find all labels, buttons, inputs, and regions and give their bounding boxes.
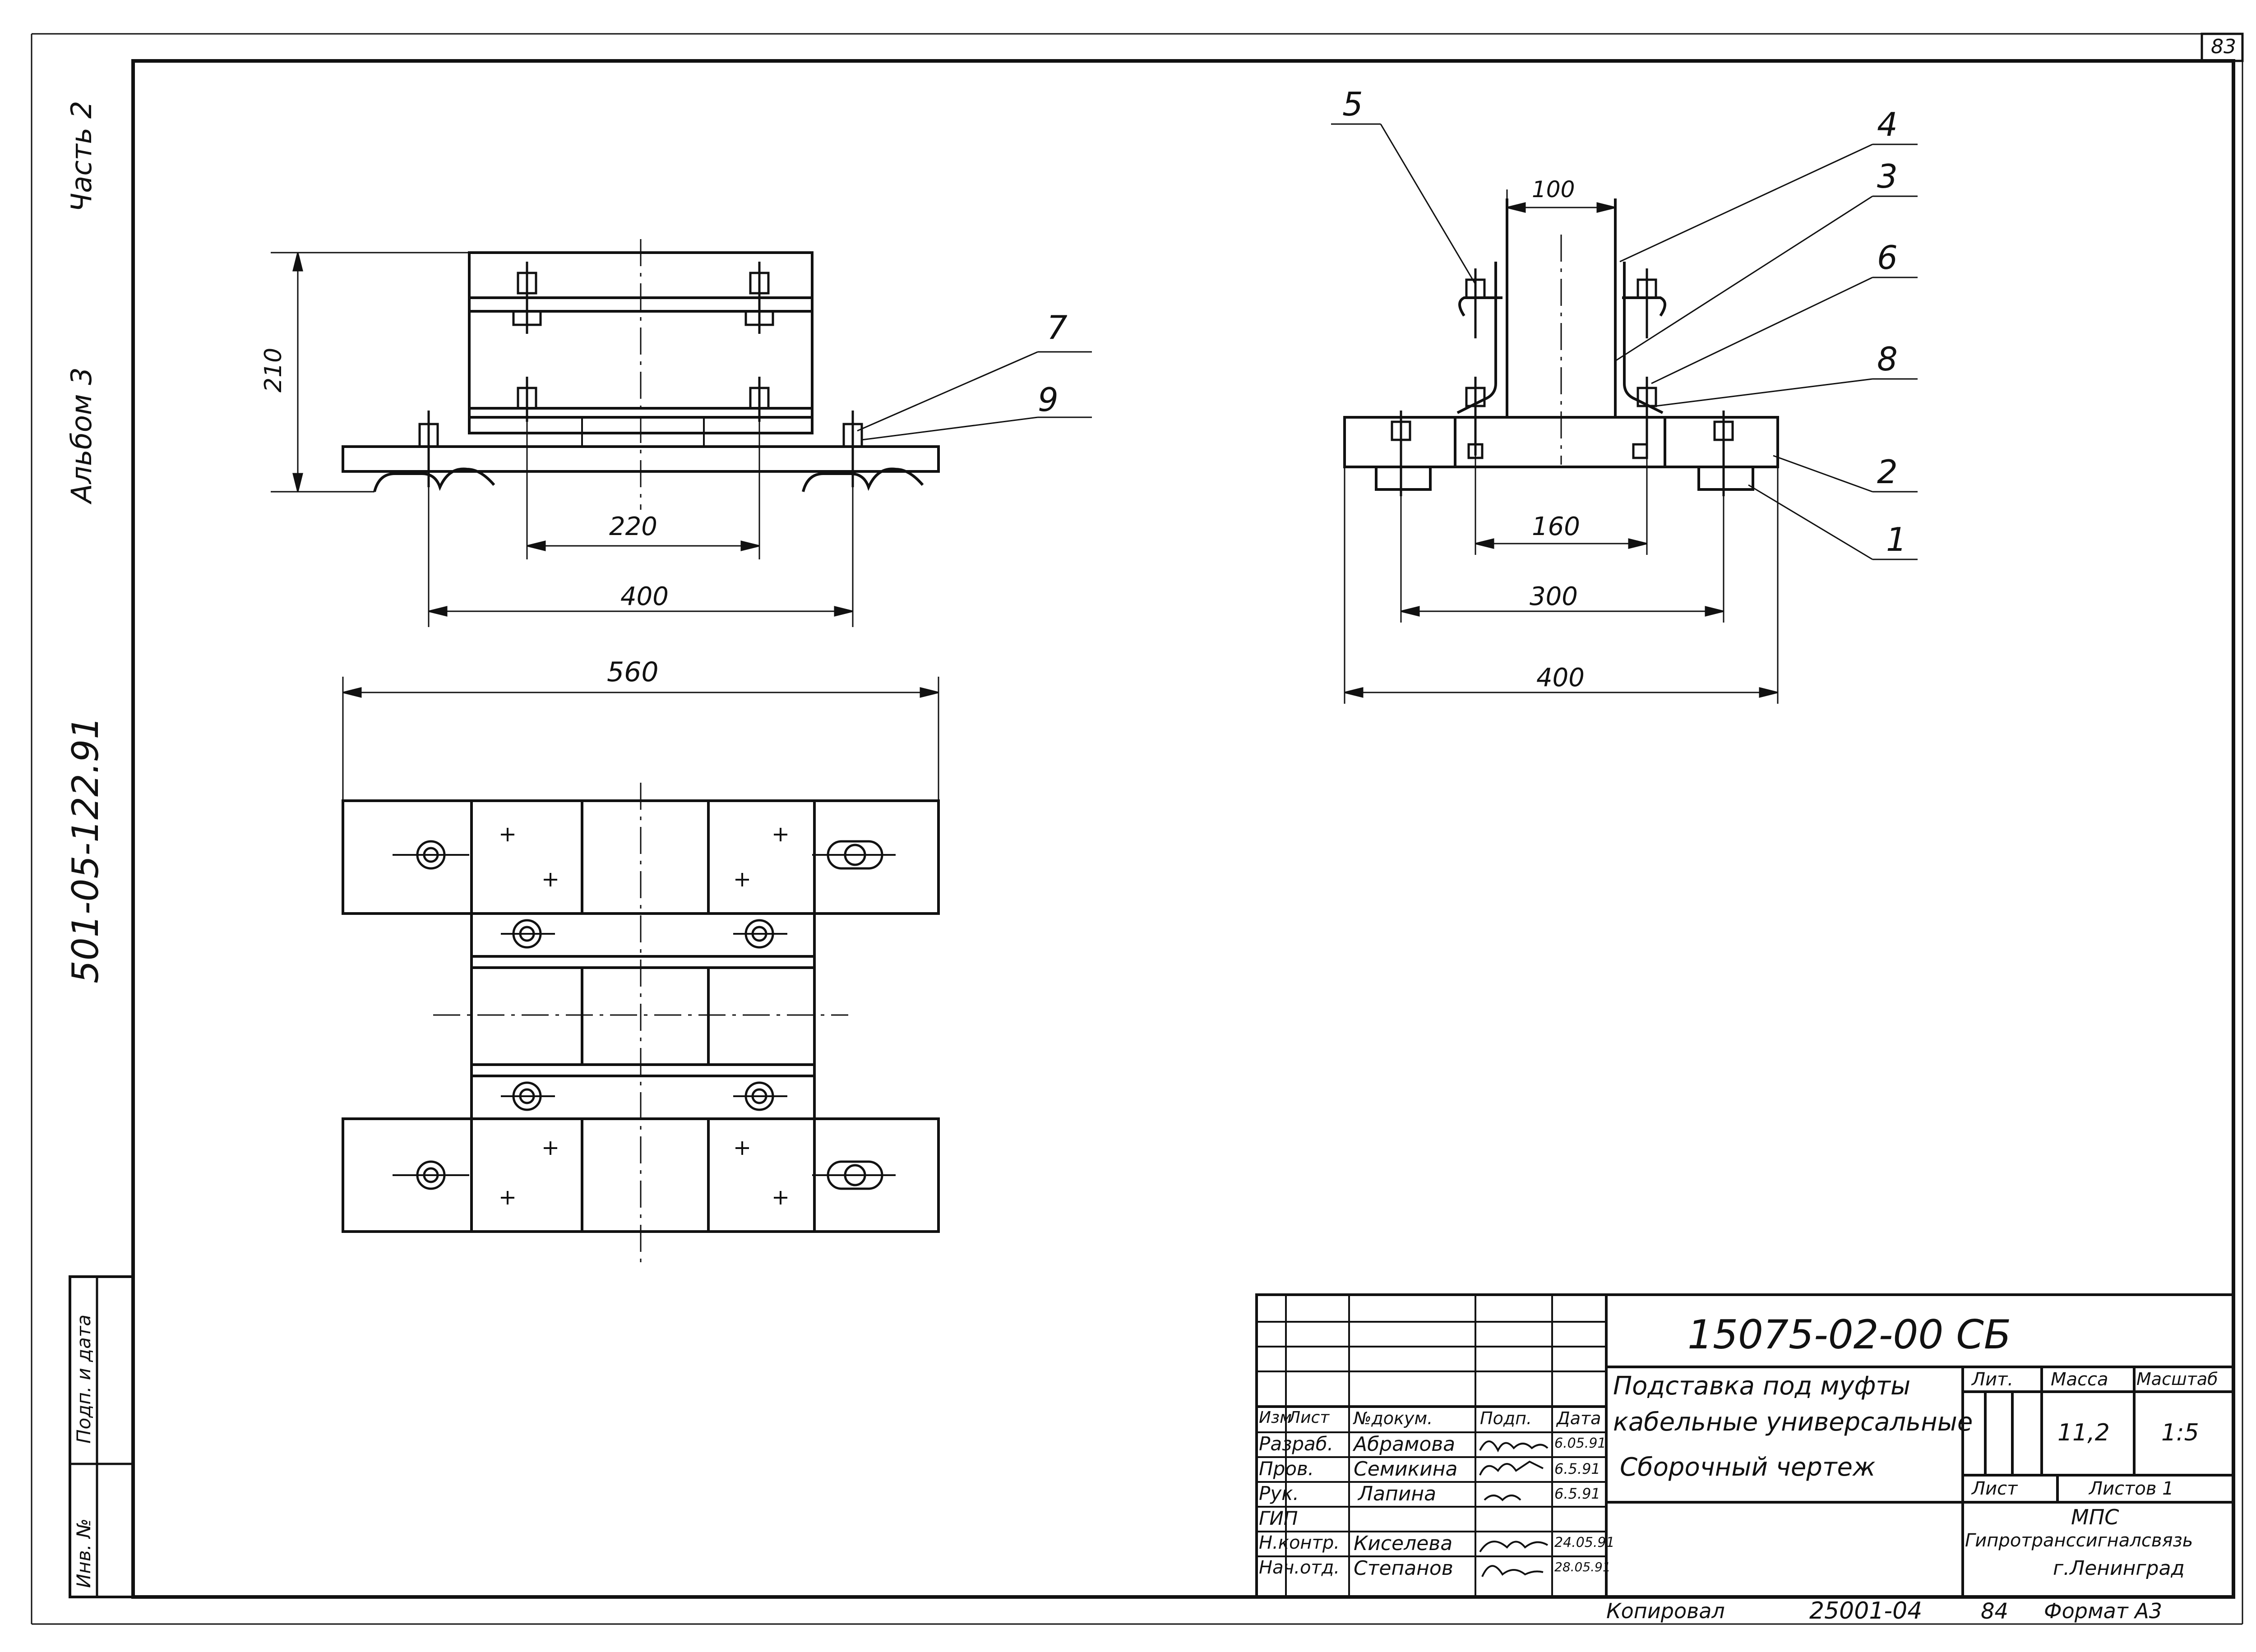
mass-value: 11,2 [2057, 1419, 2110, 1446]
dim-160: 160 [1532, 512, 1580, 541]
sheet-84: 84 [1981, 1599, 2009, 1624]
row-name-6: Степанов [1354, 1557, 1453, 1580]
sheet-label: Лист [1972, 1478, 2018, 1499]
copied-by-label: Копировал [1606, 1599, 1725, 1623]
row-role-4: ГИП [1259, 1507, 1298, 1529]
row-date-2: 6.5.91 [1554, 1460, 1600, 1477]
lit-label: Лит. [1972, 1369, 2014, 1390]
row-date-6: 28.05.91 [1554, 1560, 1611, 1574]
dim-400-right: 400 [1536, 663, 1585, 692]
position-3: 3 [1877, 157, 1898, 195]
org-line-1: МПС [2071, 1505, 2119, 1529]
position-1: 1 [1886, 521, 1907, 558]
mass-label: Масса [2051, 1369, 2108, 1390]
row-role-1: Разраб. [1259, 1433, 1334, 1455]
doc-number: 15075-02-00 СБ [1687, 1311, 2011, 1358]
position-7: 7 [1047, 309, 1068, 346]
position-6: 6 [1877, 239, 1898, 277]
title-line-1: Подставка под муфты [1613, 1371, 1911, 1401]
hdr-data: Дата [1557, 1408, 1601, 1428]
sheet-number: 83 [2211, 35, 2236, 58]
dim-400-left: 400 [620, 582, 669, 611]
dim-560: 560 [607, 656, 659, 688]
hdr-docnum: №докум. [1354, 1408, 1433, 1428]
position-5: 5 [1342, 85, 1363, 123]
dim-220: 220 [609, 512, 657, 541]
order-number: 25001-04 [1809, 1597, 1923, 1624]
position-2: 2 [1877, 453, 1898, 491]
scale-label: Масштаб [2136, 1369, 2218, 1389]
sheets-label: Листов 1 [2089, 1478, 2174, 1499]
row-date-3: 6.5.91 [1554, 1485, 1600, 1502]
row-role-6: Нач.отд. [1259, 1557, 1340, 1578]
scale-value: 1:5 [2161, 1419, 2199, 1446]
position-4: 4 [1877, 106, 1898, 143]
row-name-5: Киселева [1354, 1532, 1453, 1555]
row-name-1: Абрамова [1354, 1433, 1456, 1456]
hdr-izm: Изм [1259, 1408, 1292, 1427]
row-role-3: Рук. [1259, 1482, 1299, 1504]
title-line-2: кабельные универсальные [1613, 1407, 1973, 1437]
position-8: 8 [1877, 340, 1898, 378]
row-name-2: Семикина [1354, 1458, 1458, 1481]
row-date-1: 6.05.91 [1554, 1435, 1606, 1451]
row-name-3: Лапина [1358, 1482, 1437, 1505]
dim-100: 100 [1532, 176, 1575, 203]
row-role-2: Пров. [1259, 1458, 1314, 1480]
org-line-2: Гипротранссигналсвязь [1965, 1530, 2193, 1551]
hdr-podp: Подп. [1480, 1408, 1532, 1428]
title-line-3: Сборочный чертеж [1620, 1453, 1876, 1482]
hdr-list: Лист [1288, 1408, 1330, 1427]
dim-300: 300 [1530, 582, 1578, 611]
org-line-3: г.Ленинград [2053, 1557, 2185, 1580]
position-9: 9 [1038, 381, 1059, 419]
row-role-5: Н.контр. [1259, 1532, 1340, 1553]
format-label: Формат А3 [2044, 1599, 2162, 1623]
row-date-5: 24.05.91 [1554, 1535, 1615, 1550]
